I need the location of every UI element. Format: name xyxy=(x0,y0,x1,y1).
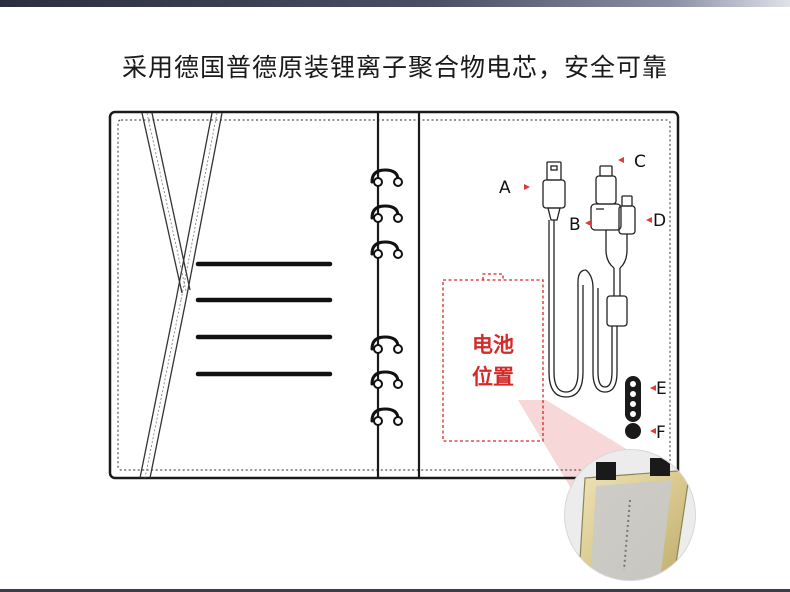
led-indicator xyxy=(625,376,641,439)
usb-cable xyxy=(543,162,635,397)
label-a: A xyxy=(499,178,511,198)
binder-rings xyxy=(372,170,402,425)
binder-ring xyxy=(372,206,402,222)
binder-ring xyxy=(372,170,402,186)
battery-label-line2: 位置 xyxy=(472,365,514,389)
page-lines xyxy=(198,264,330,374)
label-c: C xyxy=(634,152,646,172)
cover-strap xyxy=(140,113,222,478)
battery-outline xyxy=(443,280,543,441)
connector-d-tip xyxy=(622,196,632,206)
usb-a-housing xyxy=(543,180,565,208)
cable-collar xyxy=(607,296,627,326)
connector-c-body xyxy=(596,176,616,204)
power-button xyxy=(625,423,641,439)
label-d: D xyxy=(653,211,666,231)
usb-a-plug xyxy=(547,162,561,180)
binder-ring xyxy=(372,409,402,425)
battery-zoom-circle xyxy=(565,450,695,592)
cover-strap-stitch xyxy=(145,113,217,478)
binder-ring xyxy=(372,372,402,388)
binder-ring xyxy=(372,242,402,258)
label-b: B xyxy=(569,215,581,235)
label-f: F xyxy=(656,423,666,443)
battery-label-line1: 电池 xyxy=(472,333,514,357)
label-e: E xyxy=(656,379,667,399)
battery-terminal xyxy=(483,274,503,280)
connector-b-adapter xyxy=(591,204,621,230)
connector-c-tip xyxy=(600,166,612,176)
binder-ring xyxy=(372,337,402,353)
